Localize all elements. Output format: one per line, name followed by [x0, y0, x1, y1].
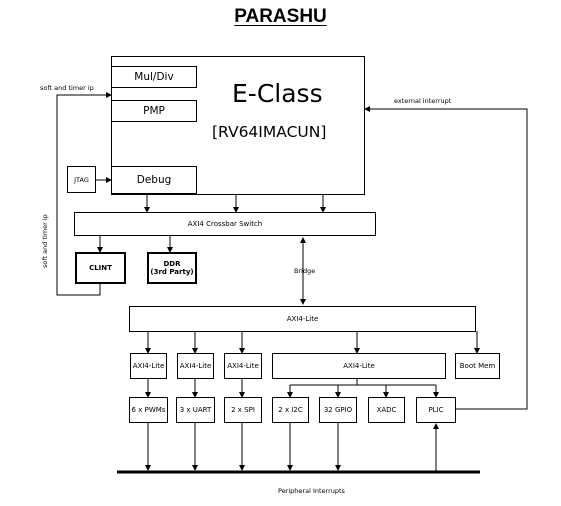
muldiv-label: Mul/Div [134, 71, 174, 83]
external-interrupt-label: external interrupt [394, 97, 452, 105]
pwm-box: 6 x PWMs [129, 397, 168, 423]
plic-label: PLIC [428, 406, 444, 414]
title-text: PARASHU [234, 6, 327, 27]
bridge-label: Bridge [294, 267, 316, 275]
i2c-label: 2 x I2C [278, 406, 303, 414]
boot-mem-box: Boot Mem [455, 353, 500, 379]
xadc-label: XADC [376, 406, 397, 414]
uart-box: 3 x UART [176, 397, 215, 423]
clint-label: CLINT [89, 264, 112, 272]
i2c-box: 2 x I2C [272, 397, 309, 423]
axi4lite-box-4: AXI4-Lite [272, 353, 446, 379]
crossbar-label: AXI4 Crossbar Switch [187, 220, 263, 228]
jtag-box: JTAG [67, 166, 96, 193]
muldiv-box: Mul/Div [111, 66, 197, 88]
diagram-title: PARASHU [0, 6, 561, 28]
axi4lite-box-3-label: AXI4-Lite [227, 362, 259, 370]
spi-label: 2 x SPI [231, 406, 255, 414]
axi4lite-bus-label: AXI4-Lite [286, 315, 319, 323]
ddr-label: DDR [163, 260, 181, 268]
xadc-box: XADC [368, 397, 405, 423]
soft-timer-loop-wire [56, 92, 112, 296]
plic-box: PLIC [416, 397, 456, 423]
boot-mem-label: Boot Mem [459, 362, 496, 370]
pmp-box: PMP [111, 100, 197, 122]
axi4lite-bus-box: AXI4-Lite [129, 306, 476, 332]
axi4lite-box-1: AXI4-Lite [130, 353, 167, 379]
axi4lite-box-2: AXI4-Lite [177, 353, 214, 379]
axi4lite-box-3: AXI4-Lite [224, 353, 262, 379]
pwm-label: 6 x PWMs [131, 406, 166, 414]
axi4lite-box-2-label: AXI4-Lite [179, 362, 212, 370]
eclass-name: E-Class [232, 79, 323, 108]
gpio-box: 32 GPIO [319, 397, 357, 423]
debug-label: Debug [136, 174, 172, 186]
external-interrupt-wire [364, 106, 528, 410]
gpio-label: 32 GPIO [323, 406, 353, 414]
axi4lite-box-1-label: AXI4-Lite [132, 362, 165, 370]
jtag-label: JTAG [74, 175, 89, 184]
soft-timer-top-label: soft and timer ip [40, 84, 94, 92]
uart-label: 3 x UART [179, 406, 212, 414]
eclass-isa: [RV64IMACUN] [212, 123, 327, 141]
ddr-sublabel: (3rd Party) [150, 268, 194, 276]
clint-box: CLINT [75, 252, 126, 284]
ddr-box: DDR (3rd Party) [147, 252, 197, 284]
soft-timer-side-label: soft and timer ip [41, 214, 49, 268]
crossbar-box: AXI4 Crossbar Switch [74, 212, 376, 236]
axi4lite-box-4-label: AXI4-Lite [343, 362, 375, 370]
peripheral-interrupts-label: Peripheral Interrupts [278, 487, 345, 495]
spi-box: 2 x SPI [224, 397, 262, 423]
pmp-label: PMP [143, 105, 165, 117]
debug-box: Debug [111, 166, 197, 194]
